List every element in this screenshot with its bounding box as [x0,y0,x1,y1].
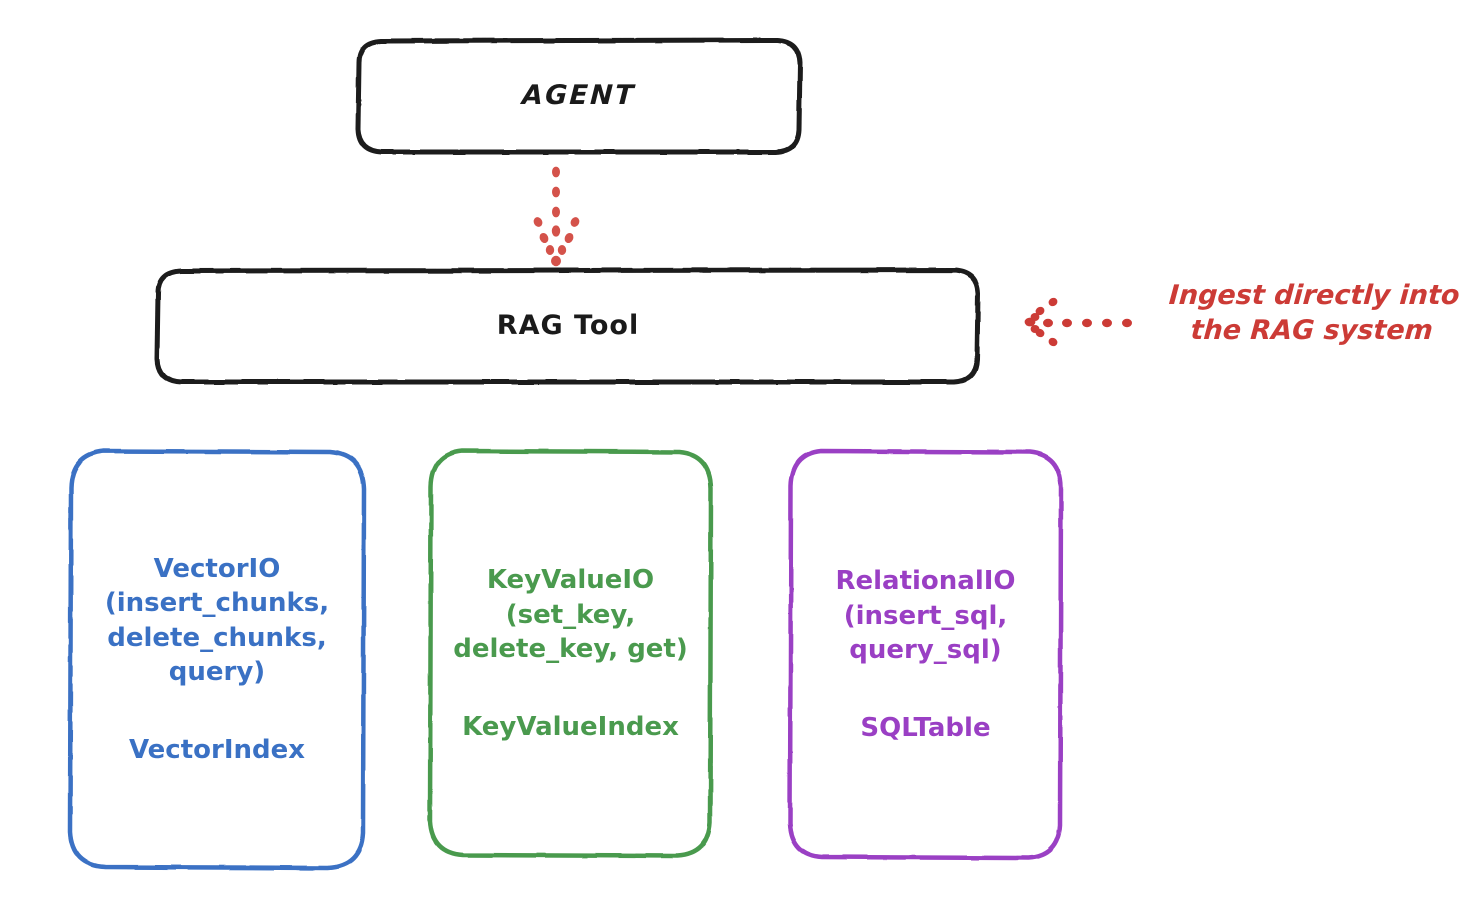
agent-label: AGENT [521,80,637,112]
agent-to-ragtool-arrow [533,166,580,267]
vector-io-node[interactable]: VectorIO (insert_chunks, delete_chunks, … [70,450,364,869]
key-value-io-node[interactable]: KeyValueIO (set_key, delete_key, get) Ke… [430,450,711,857]
relational-io-node[interactable]: RelationalIO (insert_sql, query_sql) SQL… [790,450,1061,859]
vector-index-label: VectorIndex [128,735,306,766]
relational-io-api-label: RelationalIO (insert_sql, query_sql) [835,566,1016,666]
ingest-note-arrow [1024,297,1132,347]
rag-tool-label: RAG Tool [496,310,640,342]
key-value-index-label: KeyValueIndex [462,711,679,742]
vector-io-api-label: VectorIO (insert_chunks, delete_chunks, … [104,553,330,688]
sql-table-label: SQLTable [860,712,991,743]
agent-node[interactable]: AGENT [358,40,800,153]
rag-tool-node[interactable]: RAG Tool [157,270,979,383]
key-value-io-api-label: KeyValueIO (set_key, delete_key, get) [453,565,688,665]
ingest-annotation-text: Ingest directly into the RAG system [1167,280,1461,347]
